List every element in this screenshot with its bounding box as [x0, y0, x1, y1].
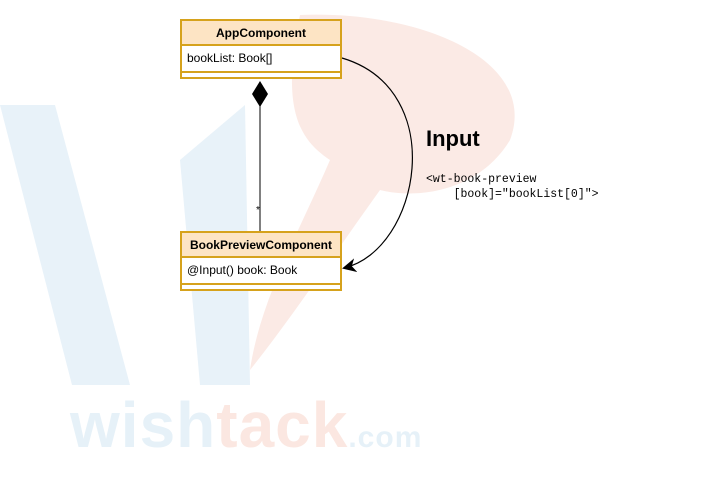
book-preview-component-name: BookPreviewComponent — [182, 233, 340, 258]
watermark-w-left-stroke — [0, 105, 130, 385]
annotation-code: <wt-book-preview [book]="bookList[0]"> — [426, 173, 599, 201]
app-component-attribute: bookList: Book[] — [182, 46, 340, 73]
composition-diamond — [252, 81, 268, 107]
watermark-text-part3: .com — [348, 421, 423, 454]
book-preview-component-class[interactable]: BookPreviewComponent @Input() book: Book — [180, 231, 342, 291]
watermark-swoosh — [250, 14, 515, 370]
watermark-text: wishtack.com — [70, 388, 422, 462]
book-preview-component-methods — [182, 285, 340, 289]
app-component-class[interactable]: AppComponent bookList: Book[] — [180, 19, 342, 79]
annotation-title: Input — [426, 126, 480, 151]
watermark-text-part1: wish — [70, 389, 217, 461]
book-preview-component-attribute: @Input() book: Book — [182, 258, 340, 285]
app-component-methods — [182, 73, 340, 77]
input-binding-arrow — [341, 57, 413, 273]
app-component-name: AppComponent — [182, 21, 340, 46]
watermark-text-part2: tack — [216, 389, 349, 461]
multiplicity-label: * — [256, 205, 260, 216]
